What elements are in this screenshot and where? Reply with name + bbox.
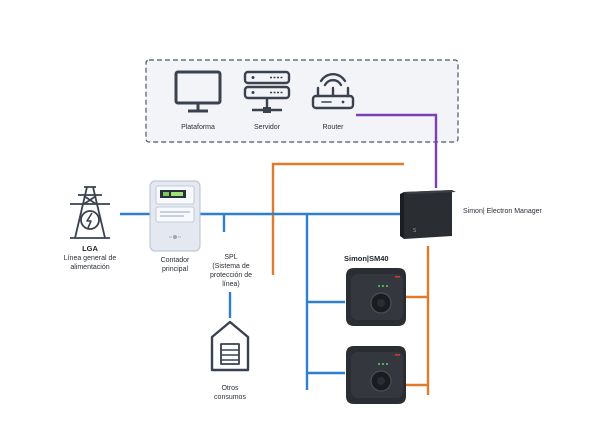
network-link-line [356,113,438,188]
ev-charger-icon [346,346,406,404]
house-icon [210,320,250,372]
lga-label-line2: alimentación [70,264,109,271]
lga-title: LGA [82,244,98,253]
spl-label-line1: SPL [224,254,237,261]
spl-label-line3: protección de [210,272,252,279]
energy-manager-device-icon: S [400,190,456,239]
server-label: Servidor [254,124,281,131]
svg-text:S: S [413,228,417,234]
data-link-line [271,162,404,275]
meter-label-line1: Contador [161,257,190,264]
electricity-meter-icon [149,180,201,252]
other-label-line2: consumos [214,394,246,401]
sm40-label: Simon|SM40 [344,254,389,263]
platform-label: Plataforma [181,124,215,131]
lga-label-line1: Línea general de [64,255,117,262]
network-box [145,59,459,143]
power-tower-icon [70,186,110,239]
ev-charger-icon [346,268,406,326]
server-icon [243,70,291,113]
monitor-icon [174,70,222,113]
spl-label-line4: línea) [222,281,240,288]
router-label: Router [322,124,344,131]
meter-label-line2: principal [162,266,189,273]
router-icon [311,73,355,110]
spl-label-line2: (Sistema de [212,263,249,270]
manager-label: Simon| Electron Manager [463,208,543,215]
other-label-line1: Otros [221,385,239,392]
